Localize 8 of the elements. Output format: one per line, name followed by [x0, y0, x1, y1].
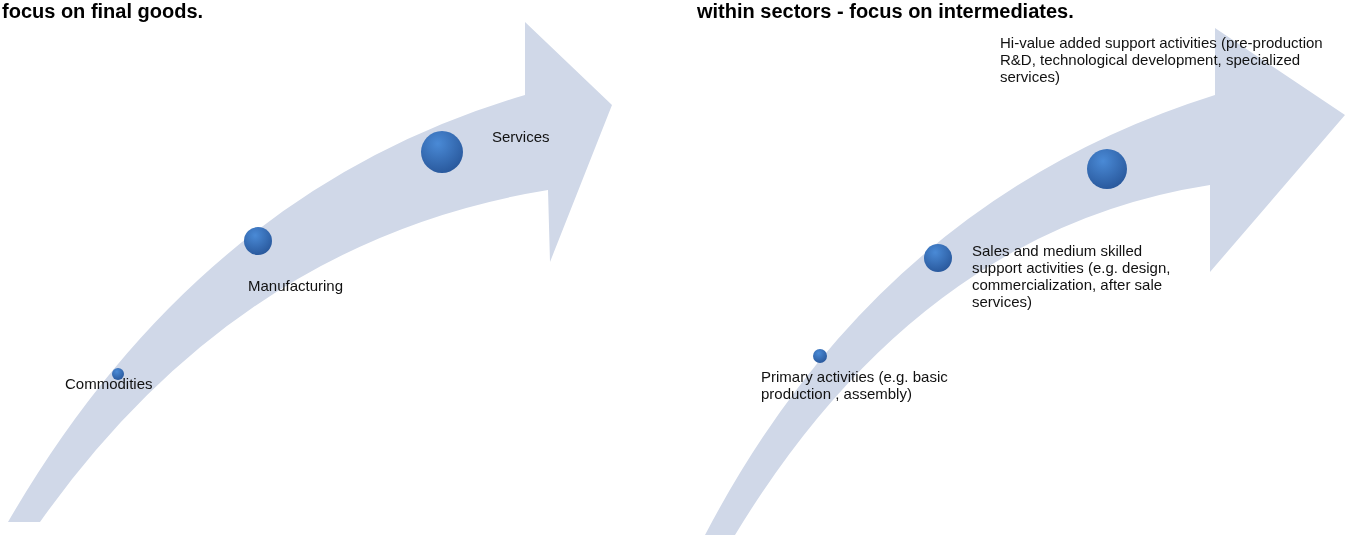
- stage-label: Manufacturing: [248, 277, 344, 294]
- stage-label: Services: [492, 128, 550, 145]
- stage-label: Sales and medium skilled support activities (e.g. design, commercialization, after sale services): [972, 242, 1172, 310]
- heading-text: within sectors - focus on intermediates.: [697, 0, 1074, 23]
- stage-label: Primary activities (e.g. basic production , assembly): [761, 368, 949, 402]
- stage-label: Commodities: [65, 375, 153, 392]
- heading-text: focus on final goods.: [2, 0, 204, 23]
- stage-label: Hi-value added support activities (pre-production R&D, technological development, specialized services): [1000, 34, 1324, 85]
